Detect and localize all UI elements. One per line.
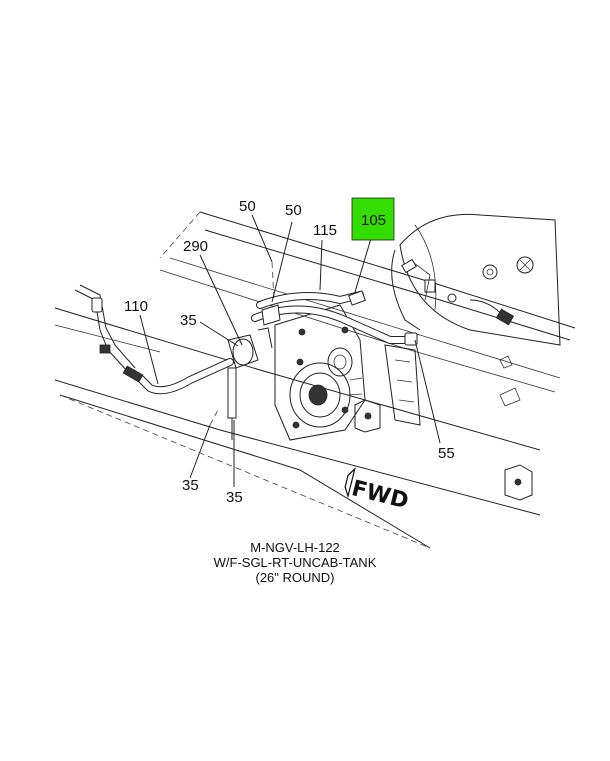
callout-115[interactable]: 115 xyxy=(313,222,337,239)
callout-35-upper[interactable]: 35 xyxy=(180,312,197,329)
callout-105[interactable]: 105 xyxy=(361,212,386,229)
callout-105-highlight xyxy=(351,197,395,241)
caption-size: (26" ROUND) xyxy=(255,570,335,585)
callout-35-lower-right[interactable]: 35 xyxy=(226,489,243,506)
clamp-assembly xyxy=(227,304,281,440)
boundary-line xyxy=(59,394,431,549)
fwd-label: FWD xyxy=(349,476,411,514)
callout-50-right[interactable]: 50 xyxy=(285,202,302,219)
callout-50-left[interactable]: 50 xyxy=(239,198,256,215)
callout-55[interactable]: 55 xyxy=(438,445,455,462)
callout-290[interactable]: 290 xyxy=(183,238,208,255)
tank-bracket xyxy=(354,344,533,501)
leader-lines xyxy=(139,214,441,487)
forward-direction-marker: FWD xyxy=(344,467,411,514)
callout-110[interactable]: 110 xyxy=(124,298,148,315)
fuel-tank xyxy=(391,213,561,346)
caption-config: W/F-SGL-RT-UNCAB-TANK xyxy=(213,555,377,570)
diagram-caption: M-NGV-LH-122 W/F-SGL-RT-UNCAB-TANK (26" … xyxy=(150,540,440,585)
caption-model: M-NGV-LH-122 xyxy=(250,540,340,555)
fuel-lines xyxy=(74,284,418,395)
frame-rails xyxy=(54,211,576,549)
pto-housing xyxy=(274,304,366,441)
forward-arrow-icon xyxy=(344,467,356,499)
callout-35-lower-left[interactable]: 35 xyxy=(182,477,199,494)
